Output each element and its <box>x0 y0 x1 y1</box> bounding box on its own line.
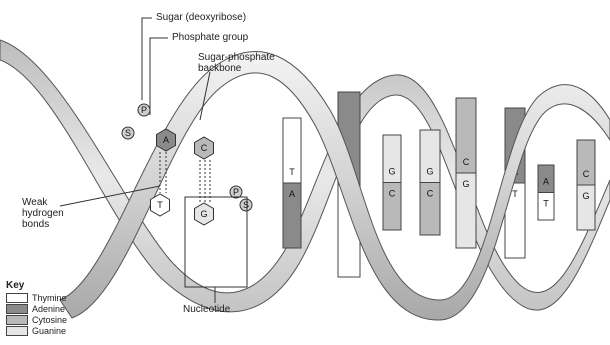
key-item-cytosine: Cytosine <box>6 315 67 325</box>
key-swatch <box>6 326 28 336</box>
key-item-adenine: Adenine <box>6 304 65 314</box>
label-weak-1: Weak <box>22 197 47 208</box>
backbone-letter: P <box>141 105 147 115</box>
base-letter: C <box>427 189 434 199</box>
label-backbone-1: Sugar-phosphate <box>198 52 275 63</box>
base-letter: G <box>582 191 589 201</box>
base-letter: A <box>543 177 549 187</box>
base-letter: G <box>426 167 433 177</box>
base-letter: A <box>289 189 295 199</box>
base-letter: C <box>583 169 590 179</box>
label-nucleotide: Nucleotide <box>183 304 230 315</box>
closeup-base-letter: C <box>201 143 208 153</box>
key-swatch <box>6 315 28 325</box>
base-letter: G <box>388 167 395 177</box>
backbone-letter: S <box>125 128 131 138</box>
backbone-letter: S <box>243 200 249 210</box>
label-phosphate: Phosphate group <box>172 32 248 43</box>
label-sugar: Sugar (deoxyribose) <box>156 12 246 23</box>
key-title: Key <box>6 280 24 291</box>
closeup-base-letter: A <box>163 135 169 145</box>
base-letter: C <box>389 189 396 199</box>
key-swatch <box>6 304 28 314</box>
closeup-base-letter: T <box>157 200 163 210</box>
key-item-thymine: Thymine <box>6 293 67 303</box>
label-weak-3: bonds <box>22 219 49 230</box>
key-item-guanine: Guanine <box>6 326 66 336</box>
key-label: Cytosine <box>32 315 67 325</box>
backbone-letter: P <box>233 187 239 197</box>
key-label: Adenine <box>32 304 65 314</box>
key-label: Thymine <box>32 293 67 303</box>
base-letter: T <box>512 189 518 199</box>
closeup-base-letter: G <box>200 209 207 219</box>
key-label: Guanine <box>32 326 66 336</box>
base-letter: G <box>462 179 469 189</box>
label-weak-2: hydrogen <box>22 208 64 219</box>
base-letter: C <box>463 157 470 167</box>
base-letter: T <box>289 167 295 177</box>
base-letter: T <box>543 199 549 209</box>
label-backbone-2: backbone <box>198 63 241 74</box>
key-swatch <box>6 293 28 303</box>
callout-lines <box>60 18 215 303</box>
